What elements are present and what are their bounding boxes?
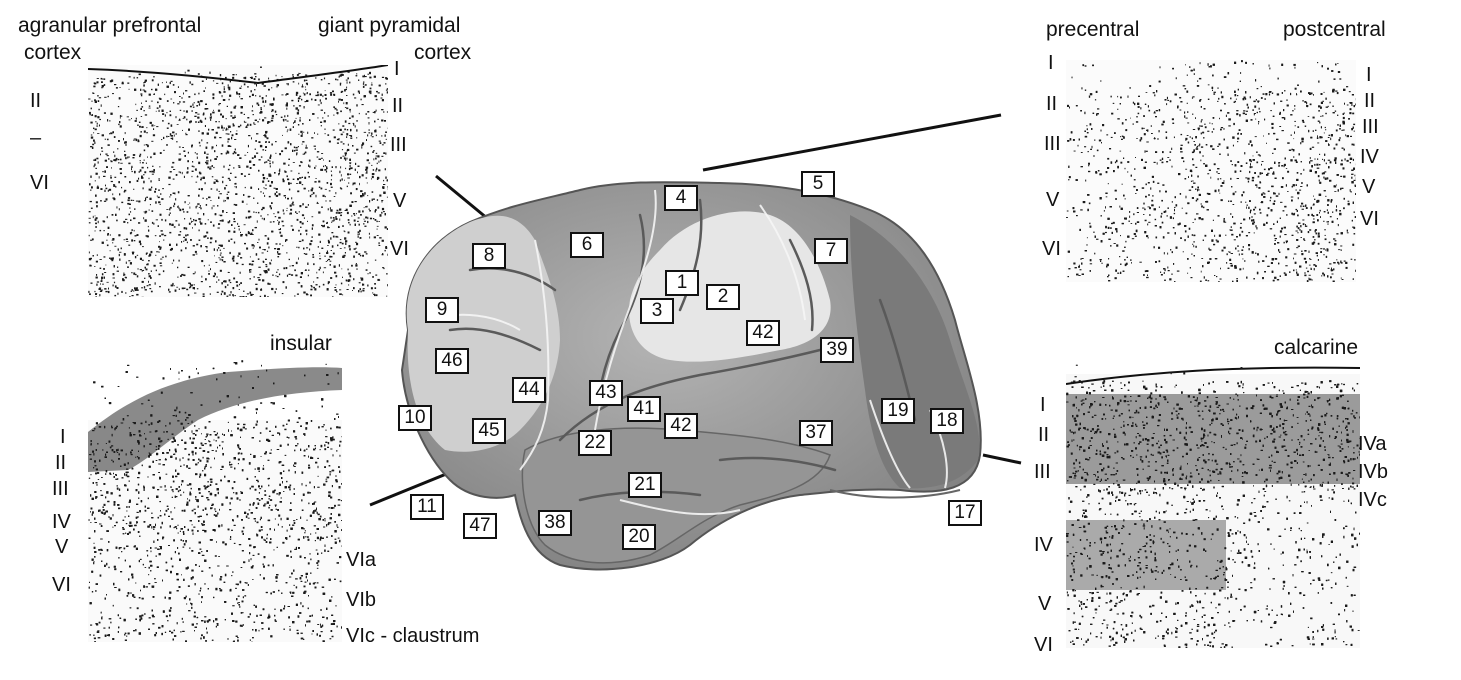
- layer-label: IV: [1360, 146, 1379, 168]
- brodmann-area-22: 22: [578, 430, 612, 456]
- layer-label: V: [1038, 593, 1052, 615]
- layer-label: VI: [52, 574, 71, 596]
- brodmann-area-5: 5: [801, 171, 835, 197]
- layer-label: I: [1040, 394, 1046, 416]
- brodmann-area-1: 1: [665, 270, 699, 296]
- cell-stipple: [88, 360, 342, 642]
- histology-insular: [88, 360, 342, 642]
- brodmann-area-47: 47: [463, 513, 497, 539]
- histology-calcarine: [1066, 360, 1360, 648]
- layer-label: VIa: [346, 549, 377, 571]
- brodmann-area-7: 7: [814, 238, 848, 264]
- layer-label: I: [1366, 64, 1372, 86]
- brodmann-area-20: 20: [622, 524, 656, 550]
- cerebellum-edge: [829, 489, 961, 499]
- layer-label: III: [390, 134, 407, 156]
- layer-label: VIb: [346, 589, 377, 611]
- brodmann-area-37: 37: [799, 420, 833, 446]
- layer-label: V: [1046, 189, 1060, 211]
- title-agranular-prefrontal: agranular prefrontal: [18, 14, 202, 37]
- histology-prefrontal: [88, 65, 388, 297]
- histology-central-image: [1066, 60, 1356, 282]
- brodmann-area-10: 10: [398, 405, 432, 431]
- brodmann-area-4: 4: [664, 185, 698, 211]
- layer-label: IVb: [1358, 461, 1389, 483]
- cell-stipple: [88, 66, 388, 297]
- layer-label: II: [1364, 90, 1376, 112]
- title-insular: insular: [270, 332, 332, 355]
- layer-label: II: [30, 90, 42, 112]
- layer-label: IVa: [1358, 433, 1387, 455]
- layer-label: V: [55, 536, 69, 558]
- histology-calcarine-image: [1066, 364, 1360, 648]
- title-precentral: precentral: [1046, 18, 1140, 41]
- layer-label: III: [1044, 133, 1061, 155]
- histology-prefrontal-image: [88, 65, 388, 297]
- brodmann-area-11: 11: [410, 494, 444, 520]
- brodmann-area-21: 21: [628, 472, 662, 498]
- layer-label: IV: [1034, 534, 1053, 556]
- title-postcentral: postcentral: [1283, 18, 1386, 41]
- brodmann-area-2: 2: [706, 284, 740, 310]
- layer-label: VI: [1042, 238, 1061, 260]
- layer-label: II: [1046, 93, 1058, 115]
- brodmann-area-44: 44: [512, 377, 546, 403]
- brodmann-area-46: 46: [435, 348, 469, 374]
- layer-label: I: [60, 426, 66, 448]
- layer-label: II: [55, 452, 67, 474]
- brodmann-area-19: 19: [881, 398, 915, 424]
- brodmann-area-18: 18: [930, 408, 964, 434]
- title-cortex-right: cortex: [414, 41, 472, 64]
- brodmann-area-6: 6: [570, 232, 604, 258]
- layer-label: VI: [1034, 634, 1053, 656]
- brodmann-area-43: 43: [589, 380, 623, 406]
- layer-label: III: [1362, 116, 1379, 138]
- brodmann-area-42: 42: [664, 413, 698, 439]
- layer-label: II: [392, 95, 404, 117]
- brodmann-area-9: 9: [425, 297, 459, 323]
- brodmann-area-40: 42: [746, 320, 780, 346]
- brodmann-area-45: 45: [472, 418, 506, 444]
- layer-label: III: [52, 478, 69, 500]
- layer-label: VI: [1360, 208, 1379, 230]
- brodmann-area-8: 8: [472, 243, 506, 269]
- title-cortex-left: cortex: [24, 41, 82, 64]
- title-giant-pyramidal: giant pyramidal: [318, 14, 461, 37]
- layer-label: IVc: [1358, 489, 1387, 511]
- layer-label: IV: [52, 511, 71, 533]
- layer-label: V: [1362, 176, 1376, 198]
- layer-label: VI: [390, 238, 409, 260]
- layer-label: VI: [30, 172, 49, 194]
- brodmann-area-17: 17: [948, 500, 982, 526]
- pointer-line-calcarine: [982, 453, 1022, 465]
- pointer-line-central: [702, 113, 1002, 172]
- title-calcarine: calcarine: [1274, 336, 1359, 359]
- layer-label: I: [394, 58, 400, 80]
- layer-label: II: [1038, 424, 1050, 446]
- layer-label: VIc - claustrum: [346, 625, 480, 647]
- histology-insular-image: [88, 360, 342, 642]
- brodmann-area-39: 39: [820, 337, 854, 363]
- brodmann-area-41: 41: [627, 396, 661, 422]
- layer-label: III: [1034, 461, 1051, 483]
- layer-label: –: [30, 127, 42, 149]
- cell-stipple: [1066, 60, 1356, 282]
- brodmann-area-3: 3: [640, 298, 674, 324]
- layer-label: I: [1048, 52, 1054, 74]
- histology-central: [1066, 60, 1356, 282]
- cell-stipple: [1066, 364, 1360, 648]
- layer-label: V: [393, 190, 407, 212]
- brodmann-area-38: 38: [538, 510, 572, 536]
